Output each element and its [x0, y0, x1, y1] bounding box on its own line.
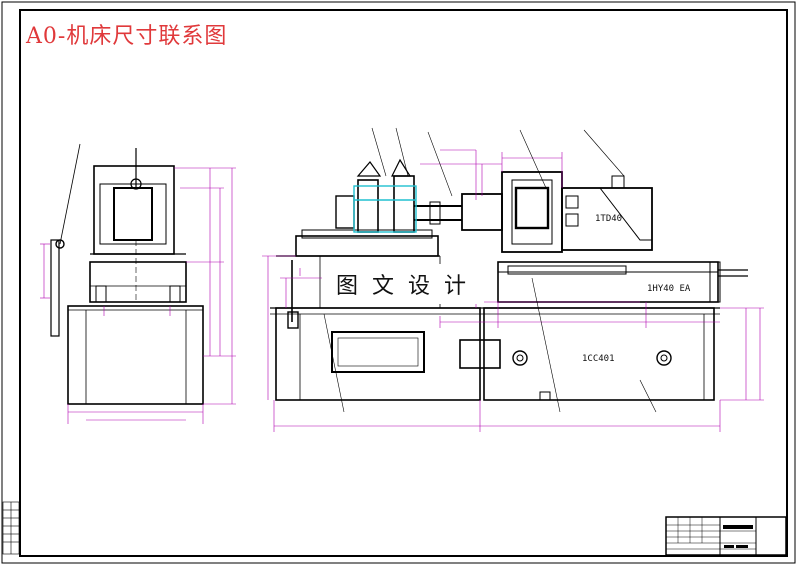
slide-table-label: 1HY40 EA: [647, 284, 691, 294]
power-head-label: 1TD40: [595, 214, 623, 224]
side-view-dimensions: [40, 167, 236, 424]
base-label: 1CC401: [582, 354, 615, 364]
front-view: [270, 158, 748, 401]
side-view: [50, 143, 204, 405]
binding-strip: [2, 501, 20, 555]
drawing-title: A0-机床尺寸联系图: [26, 24, 228, 49]
watermark: 图文设计: [322, 264, 484, 304]
title-block: [665, 516, 787, 556]
leader-lines: [323, 127, 657, 413]
workpiece-highlight: [353, 185, 417, 233]
drawing-border: [19, 9, 788, 557]
